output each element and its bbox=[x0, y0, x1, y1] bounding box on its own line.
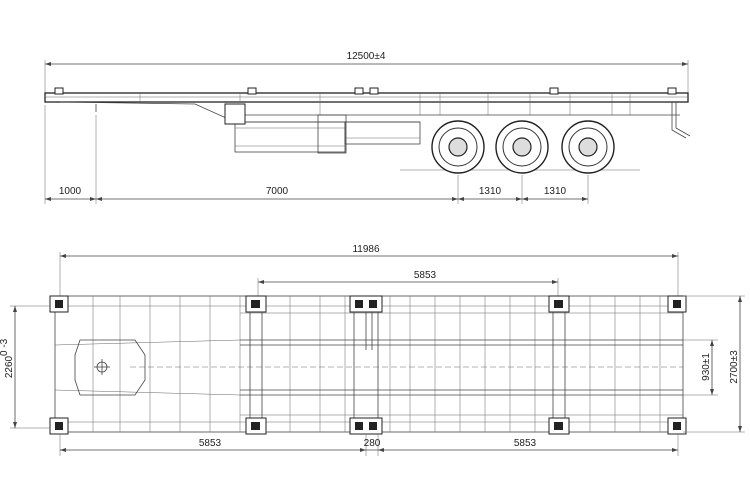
bottom-left-spacing-label: 5853 bbox=[199, 438, 222, 449]
side-deck bbox=[44, 92, 689, 115]
lock-mid2-top bbox=[349, 295, 383, 418]
bottom-center-gap-label: 280 bbox=[364, 438, 381, 449]
inner-lock-spacing-dimension: 5853 bbox=[257, 270, 559, 296]
kingpin-plate bbox=[74, 339, 146, 396]
kingpin-to-axle-label: 7000 bbox=[266, 186, 289, 197]
side-view: 12500±4 bbox=[44, 51, 691, 204]
lock-rear-top bbox=[667, 295, 687, 313]
left-width-tolerance: 0 -3 bbox=[0, 338, 10, 356]
bottom-right-spacing-label: 5853 bbox=[514, 438, 537, 449]
right-width-dimensions: 2700±3 930±1 bbox=[683, 295, 745, 433]
top-twist-locks bbox=[49, 295, 687, 435]
lock-mid3-top bbox=[548, 295, 570, 418]
inner-lock-spacing-label: 5853 bbox=[414, 270, 437, 281]
axle-spacing-2-label: 1310 bbox=[544, 186, 567, 197]
top-frame bbox=[54, 295, 684, 433]
top-bottom-dimensions: 5853 280 5853 bbox=[59, 434, 679, 456]
front-overhang-label: 1000 bbox=[59, 186, 82, 197]
lock-mid2-bottom bbox=[349, 417, 383, 435]
lock-mid3-bottom bbox=[548, 417, 570, 435]
axle-spacing-1-label: 1310 bbox=[479, 186, 502, 197]
left-width-label: 2260 bbox=[4, 355, 15, 378]
side-bottom-dimensions: 1000 7000 1310 1310 bbox=[44, 105, 589, 204]
lock-front-top bbox=[49, 295, 69, 313]
left-width-dimension: 2260 0 -3 bbox=[0, 305, 50, 429]
right-outer-width-label: 2700±3 bbox=[729, 350, 740, 384]
right-inner-width-label: 930±1 bbox=[701, 353, 712, 381]
frame-length-label: 11986 bbox=[352, 244, 380, 255]
frame-length-dimension: 11986 bbox=[59, 244, 679, 296]
side-frame bbox=[59, 101, 691, 154]
side-twist-locks bbox=[54, 87, 677, 125]
lock-front-bottom bbox=[49, 417, 69, 435]
lock-mid1-top bbox=[245, 295, 267, 418]
lock-rear-bottom bbox=[667, 417, 687, 435]
overall-length-label: 12500±4 bbox=[347, 51, 386, 62]
side-wheels bbox=[400, 120, 640, 174]
top-view: 11986 5853 bbox=[0, 244, 745, 456]
lock-mid1-bottom bbox=[245, 417, 267, 435]
